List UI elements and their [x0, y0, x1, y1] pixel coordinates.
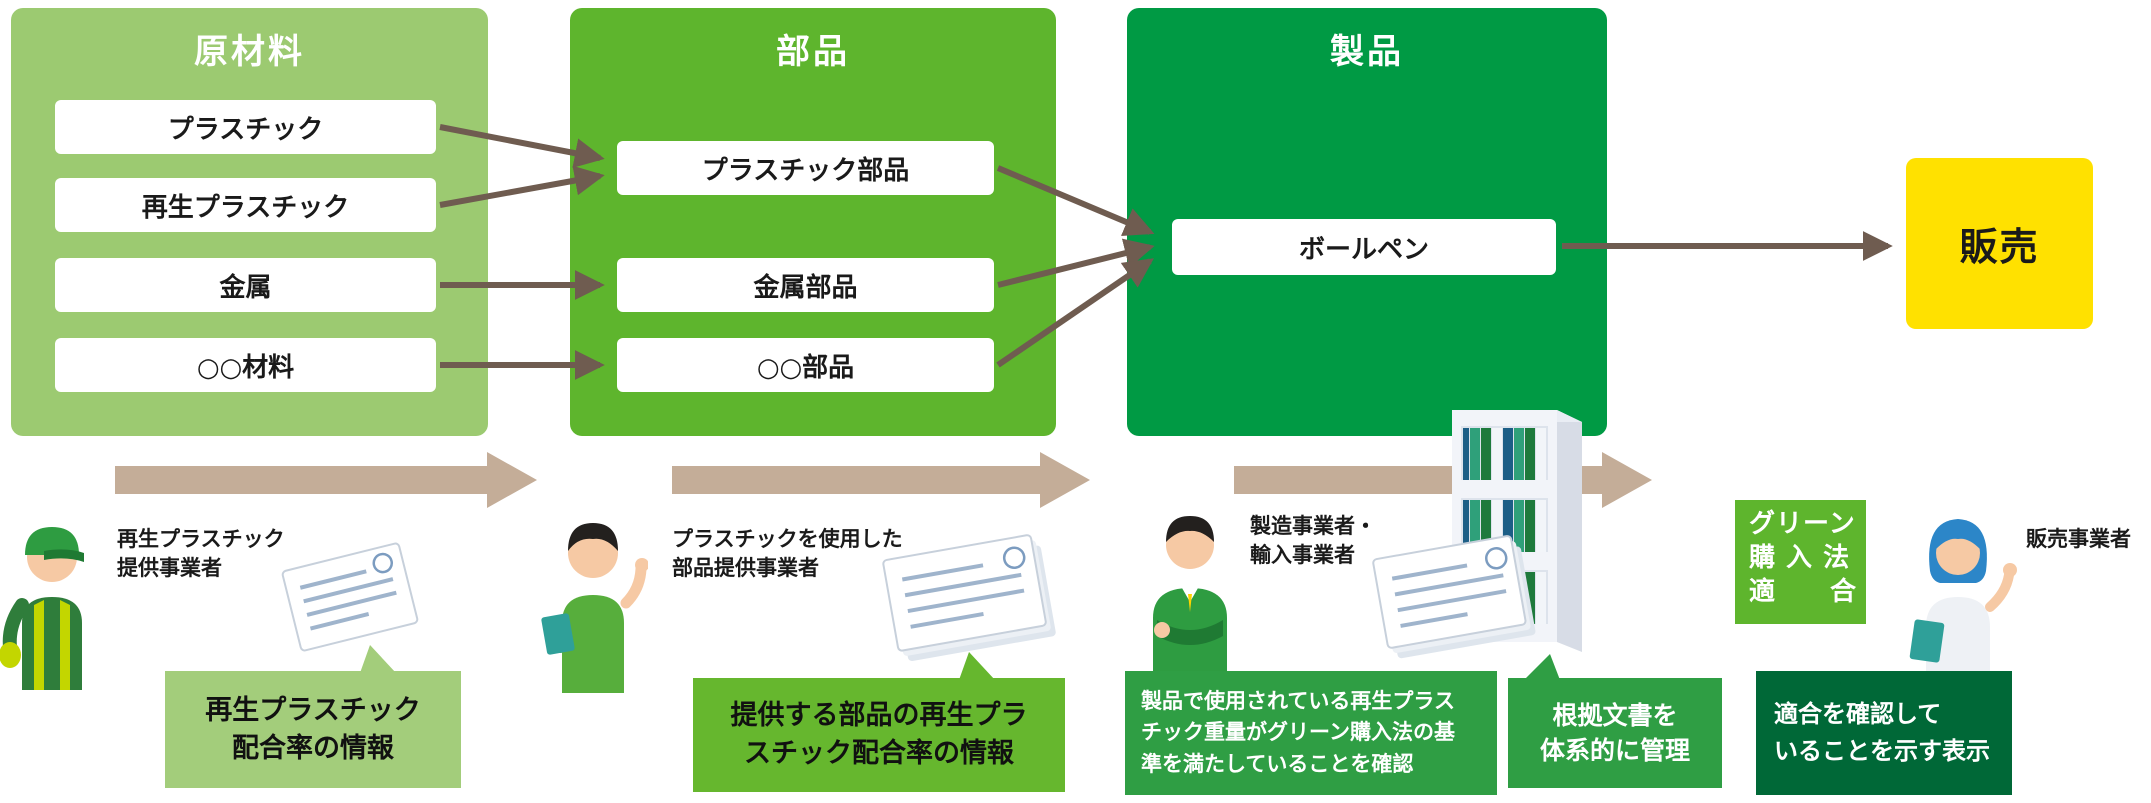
document-icon: [268, 540, 433, 655]
actor-label-parts-supplier: プラスチックを使用した 部品提供事業者: [672, 527, 903, 581]
green-purchase-law-compliance-badge: グリーン 購 入 法 適 合: [1735, 500, 1866, 624]
seller-illustration: [1898, 505, 2023, 690]
stage-title-products: 製品: [1330, 32, 1404, 72]
stage-title-raw-materials: 原材料: [194, 32, 305, 72]
bubble-manage-evidence-documents: 根拠文書を 体系的に管理: [1508, 654, 1722, 788]
stage-parts: 部品 プラスチック部品 金属部品 ○○部品: [570, 8, 1056, 436]
bubble-verify-green-law-criteria: 製品で使用されている再生プラス チック重量がグリーン購入法の基 準を満たしている…: [1125, 671, 1497, 795]
document-stack-icon: [868, 528, 1073, 663]
item-recycled-plastic: 再生プラスチック: [55, 178, 436, 232]
item-ballpoint-pen: ボールペン: [1172, 219, 1556, 275]
document-stack-icon: [1360, 528, 1550, 663]
item-plastic-part: プラスチック部品: [617, 141, 994, 195]
bubble-compliance-display: 適合を確認して いることを示す表示: [1756, 671, 2012, 795]
actor-label-seller: 販売事業者: [2026, 527, 2131, 551]
stage-products: 製品 ボールペン: [1127, 8, 1607, 436]
stage-title-parts: 部品: [776, 32, 850, 72]
stage-progress-arrows: [115, 452, 1652, 508]
manufacturer-illustration: [1133, 500, 1248, 685]
item-other-material: ○○材料: [55, 338, 436, 392]
bubble-parts-recycled-content-info: 提供する部品の再生プラ スチック配合率の情報: [693, 652, 1065, 792]
item-plastic: プラスチック: [55, 100, 436, 154]
actor-label-manufacturer-importer: 製造事業者・ 輸入事業者: [1250, 514, 1376, 568]
item-metal-part: 金属部品: [617, 258, 994, 312]
parts-supplier-illustration: [538, 503, 649, 693]
actor-label-recycled-plastic-supplier: 再生プラスチック 提供事業者: [117, 527, 285, 581]
sale-box: 販売: [1906, 158, 2093, 329]
item-other-part: ○○部品: [617, 338, 994, 392]
recycled-plastic-supplier-illustration: [0, 505, 105, 690]
item-metal: 金属: [55, 258, 436, 312]
stage-raw-materials: 原材料 プラスチック 再生プラスチック 金属 ○○材料: [11, 8, 488, 436]
bubble-recycled-content-info: 再生プラスチック 配合率の情報: [165, 645, 461, 788]
